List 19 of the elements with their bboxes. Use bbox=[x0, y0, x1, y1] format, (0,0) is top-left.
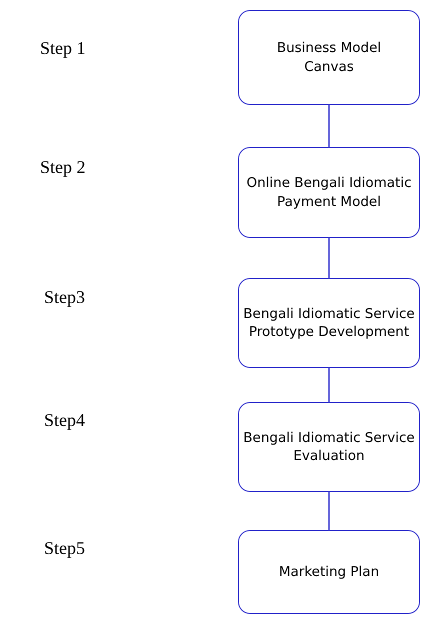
process-box bbox=[238, 530, 420, 614]
step-label: Step4 bbox=[44, 410, 86, 431]
step-text: Bengali Idiomatic Service Prototype Development bbox=[242, 304, 416, 342]
connector-line bbox=[328, 492, 330, 530]
step-text: Bengali Idiomatic Service Evaluation bbox=[242, 428, 416, 466]
process-box bbox=[238, 147, 420, 238]
step-text: Marketing Plan bbox=[278, 562, 380, 582]
step-label: Step3 bbox=[44, 287, 86, 308]
step-text: Online Bengali Idiomatic Payment Model bbox=[245, 174, 413, 211]
process-box bbox=[238, 402, 420, 492]
step-label: Step5 bbox=[44, 538, 86, 559]
process-box bbox=[238, 278, 420, 368]
step-label: Step 2 bbox=[40, 157, 86, 178]
process-box bbox=[238, 10, 420, 105]
step-label: Step 1 bbox=[40, 38, 86, 59]
step-text: Business Model Canvas bbox=[276, 39, 382, 76]
connector-line bbox=[328, 105, 330, 147]
connector-line bbox=[328, 368, 330, 402]
connector-line bbox=[328, 238, 330, 278]
